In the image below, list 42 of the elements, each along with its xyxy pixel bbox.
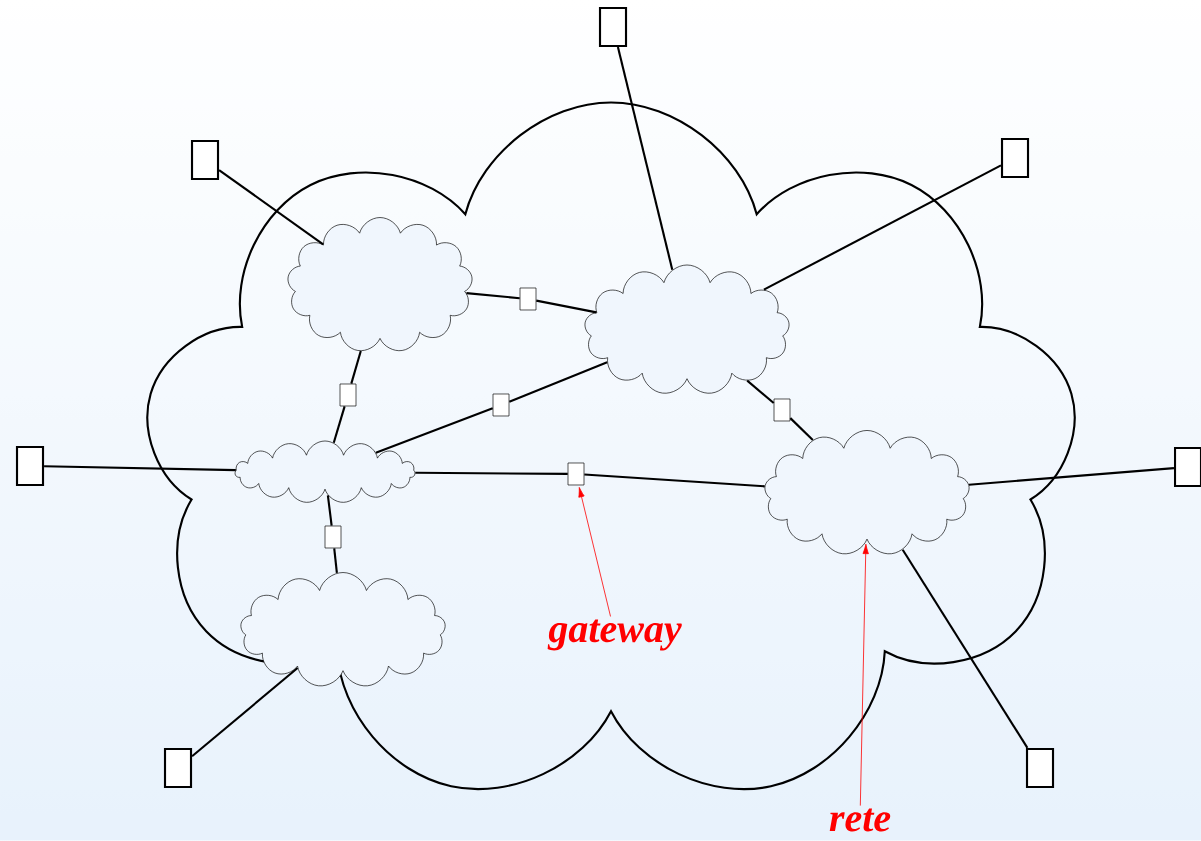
network-cloud xyxy=(287,217,473,352)
connector-line xyxy=(746,379,775,404)
connector-line xyxy=(763,164,1002,291)
callout-label: rete xyxy=(829,808,891,832)
connector-line xyxy=(218,169,324,246)
host-box xyxy=(190,139,220,181)
host-box xyxy=(1025,747,1055,789)
gateway-box xyxy=(773,398,791,422)
host-box xyxy=(1000,137,1030,179)
network-cloud xyxy=(234,440,416,503)
gateway-box xyxy=(567,462,585,486)
connector-line xyxy=(326,495,333,526)
connector-line xyxy=(901,549,1029,749)
gateway-box xyxy=(492,393,510,417)
connector-line xyxy=(508,361,608,403)
connector-line xyxy=(536,299,597,314)
connector-line xyxy=(789,417,814,441)
gateway-box xyxy=(339,383,357,407)
leader-line xyxy=(578,487,611,617)
connector-line xyxy=(968,467,1175,486)
connector-line xyxy=(616,46,674,270)
connector-line xyxy=(584,473,765,488)
connector-line xyxy=(333,548,338,574)
leader-line xyxy=(859,543,869,806)
connector-line xyxy=(191,667,299,758)
connector-line xyxy=(332,406,346,444)
network-cloud xyxy=(764,430,970,555)
connector-line xyxy=(375,407,494,454)
connector-line xyxy=(44,465,236,472)
host-box xyxy=(598,6,628,48)
host-box xyxy=(163,747,193,789)
host-box xyxy=(1173,446,1201,488)
callout-label: gateway xyxy=(547,619,682,651)
connector-line xyxy=(466,292,520,300)
connector-line xyxy=(415,471,568,475)
network-cloud xyxy=(146,101,1076,791)
connector-line xyxy=(350,350,362,384)
host-box xyxy=(15,445,45,487)
gateway-box xyxy=(324,525,342,549)
network-cloud xyxy=(584,264,790,394)
network-cloud xyxy=(240,572,446,687)
gateway-box xyxy=(519,287,537,311)
